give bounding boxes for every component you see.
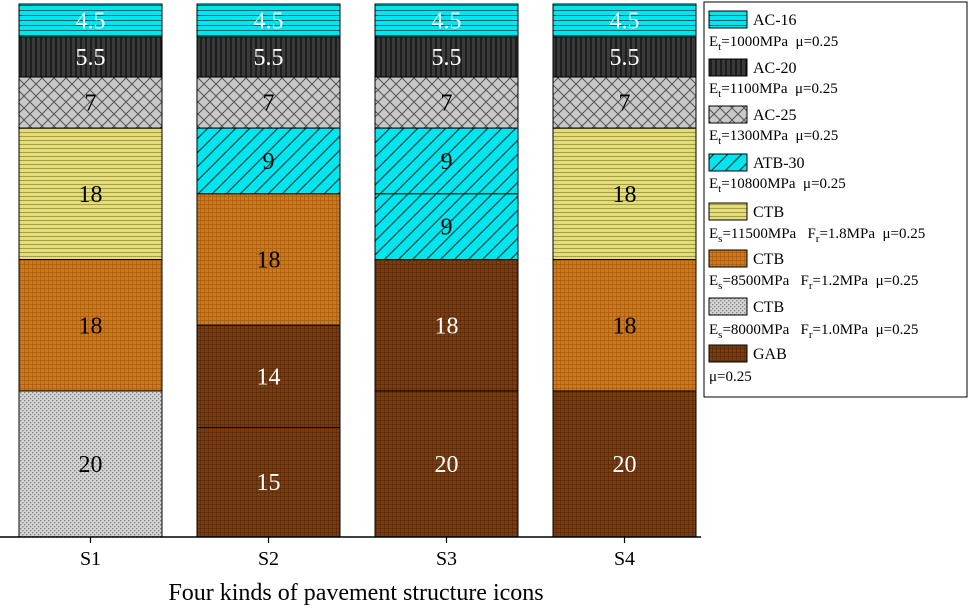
- layer-ac-20-s2-1: [196, 36, 341, 78]
- layer-thickness-label: 7: [263, 91, 275, 117]
- layer-gab-s2-5: [196, 324, 341, 428]
- legend-swatch: [708, 10, 748, 29]
- legend-name: CTB: [753, 299, 784, 316]
- legend-swatch: [708, 105, 748, 124]
- structure-bar-s3: 4.5 5.5 7 9 9 18 20: [374, 3, 519, 538]
- legend-swatch: [708, 249, 748, 268]
- legend-name: AC-25: [753, 107, 797, 124]
- layer-atb-30-s3-4: [374, 193, 519, 261]
- layer-ctb-g-s1-5: [18, 390, 163, 538]
- layer-ctb-o-s1-4: [18, 259, 163, 392]
- layer-thickness-label: 18: [613, 313, 637, 339]
- layer-gab-s4-5: [552, 390, 697, 538]
- layer-ctb-y-s4-3: [552, 127, 697, 261]
- layer-thickness-label: 7: [441, 91, 453, 117]
- bars-group: 4.5 5.5 7 18 18 20 4.5 5.5 7 9 18 14 15 4.5 5.5 7 9 9 18 20…: [18, 3, 697, 538]
- layer-thickness-label: 20: [79, 452, 103, 478]
- legend-properties: Et=1300MPa μ=0.25: [709, 128, 838, 147]
- legend-properties: Es=8000MPa Fr=1.0MPa μ=0.25: [709, 322, 918, 341]
- layer-ac-25-s3-2: [374, 76, 519, 129]
- legend-item-ctb-g: CTB Es=8000MPa Fr=1.0MPa μ=0.25: [708, 297, 918, 341]
- structure-bar-s1: 4.5 5.5 7 18 18 20: [18, 3, 163, 538]
- legend-properties: Et=1100MPa μ=0.25: [709, 81, 838, 100]
- legend-swatch: [708, 344, 748, 363]
- layer-thickness-label: 18: [79, 182, 103, 208]
- layer-thickness-label: 7: [85, 91, 97, 117]
- layer-thickness-label: 9: [441, 215, 453, 241]
- layer-thickness-label: 4.5: [610, 8, 640, 34]
- layer-thickness-label: 15: [257, 470, 281, 496]
- legend-properties: Et=10800MPa μ=0.25: [709, 176, 846, 195]
- layer-thickness-label: 5.5: [432, 45, 462, 71]
- layer-ac-16-s3-0: [374, 3, 519, 38]
- x-tick-label-s1: S1: [80, 548, 101, 570]
- layer-ac-25-s4-2: [552, 76, 697, 129]
- layer-gab-s3-5: [374, 259, 519, 392]
- legend-name: CTB: [753, 204, 784, 221]
- layer-ctb-y-s1-3: [18, 127, 163, 261]
- layer-thickness-label: 20: [435, 452, 459, 478]
- layer-thickness-label: 18: [613, 182, 637, 208]
- legend-properties: Et=1000MPa μ=0.25: [709, 34, 838, 53]
- legend-properties: Es=11500MPa Fr=1.8MPa μ=0.25: [709, 226, 925, 245]
- structure-bar-s4: 4.5 5.5 7 18 18 20: [552, 3, 697, 538]
- legend-swatch: [708, 202, 748, 221]
- x-axis-title: Four kinds of pavement structure icons: [168, 580, 543, 606]
- layer-ac-25-s1-2: [18, 76, 163, 129]
- layer-thickness-label: 18: [79, 313, 103, 339]
- layer-thickness-label: 20: [613, 452, 637, 478]
- legend-name: ATB-30: [753, 155, 805, 172]
- layer-thickness-label: 5.5: [610, 45, 640, 71]
- layer-thickness-label: 4.5: [432, 8, 462, 34]
- legend-name: GAB: [753, 346, 787, 363]
- layer-thickness-label: 5.5: [76, 45, 106, 71]
- layer-ac-16-s4-0: [552, 3, 697, 38]
- layer-thickness-label: 14: [257, 364, 281, 390]
- legend-item-ctb-y: CTB Es=11500MPa Fr=1.8MPa μ=0.25: [708, 202, 925, 245]
- x-ticks-group: S1 S2 S3 S4: [80, 537, 635, 570]
- layer-thickness-label: 9: [441, 149, 453, 175]
- layer-gab-s2-6: [196, 426, 341, 538]
- layer-ctb-o-s4-4: [552, 259, 697, 392]
- structure-bar-s2: 4.5 5.5 7 9 18 14 15: [196, 3, 341, 538]
- legend-name: AC-16: [753, 12, 797, 29]
- x-tick-label-s3: S3: [436, 548, 457, 570]
- legend-properties: Es=8500MPa Fr=1.2MPa μ=0.25: [709, 273, 918, 292]
- layer-thickness-label: 5.5: [254, 45, 284, 71]
- layer-atb-30-s2-3: [196, 127, 341, 195]
- legend-name: CTB: [753, 251, 784, 268]
- layer-ctb-o-s2-4: [196, 193, 341, 326]
- x-tick-label-s4: S4: [614, 548, 635, 570]
- layer-thickness-label: 7: [619, 91, 631, 117]
- layer-thickness-label: 9: [263, 149, 275, 175]
- layer-gab-s3-6: [374, 390, 519, 538]
- legend-item-ctb-o: CTB Es=8500MPa Fr=1.2MPa μ=0.25: [708, 249, 918, 292]
- legend-swatch: [708, 153, 748, 172]
- layer-ac-20-s4-1: [552, 36, 697, 78]
- layer-thickness-label: 18: [435, 313, 459, 339]
- layer-ac-20-s1-1: [18, 36, 163, 78]
- layer-thickness-label: 4.5: [254, 8, 284, 34]
- x-tick-label-s2: S2: [258, 548, 279, 570]
- layer-thickness-label: 18: [257, 248, 281, 274]
- layer-atb-30-s3-3: [374, 127, 519, 195]
- layer-thickness-label: 4.5: [76, 8, 106, 34]
- layer-ac-16-s1-0: [18, 3, 163, 38]
- legend-frame: [703, 1, 968, 398]
- legend-properties: μ=0.25: [709, 369, 752, 385]
- legend-swatch: [708, 297, 748, 316]
- legend-name: AC-20: [753, 60, 797, 77]
- legend-swatch: [708, 58, 748, 77]
